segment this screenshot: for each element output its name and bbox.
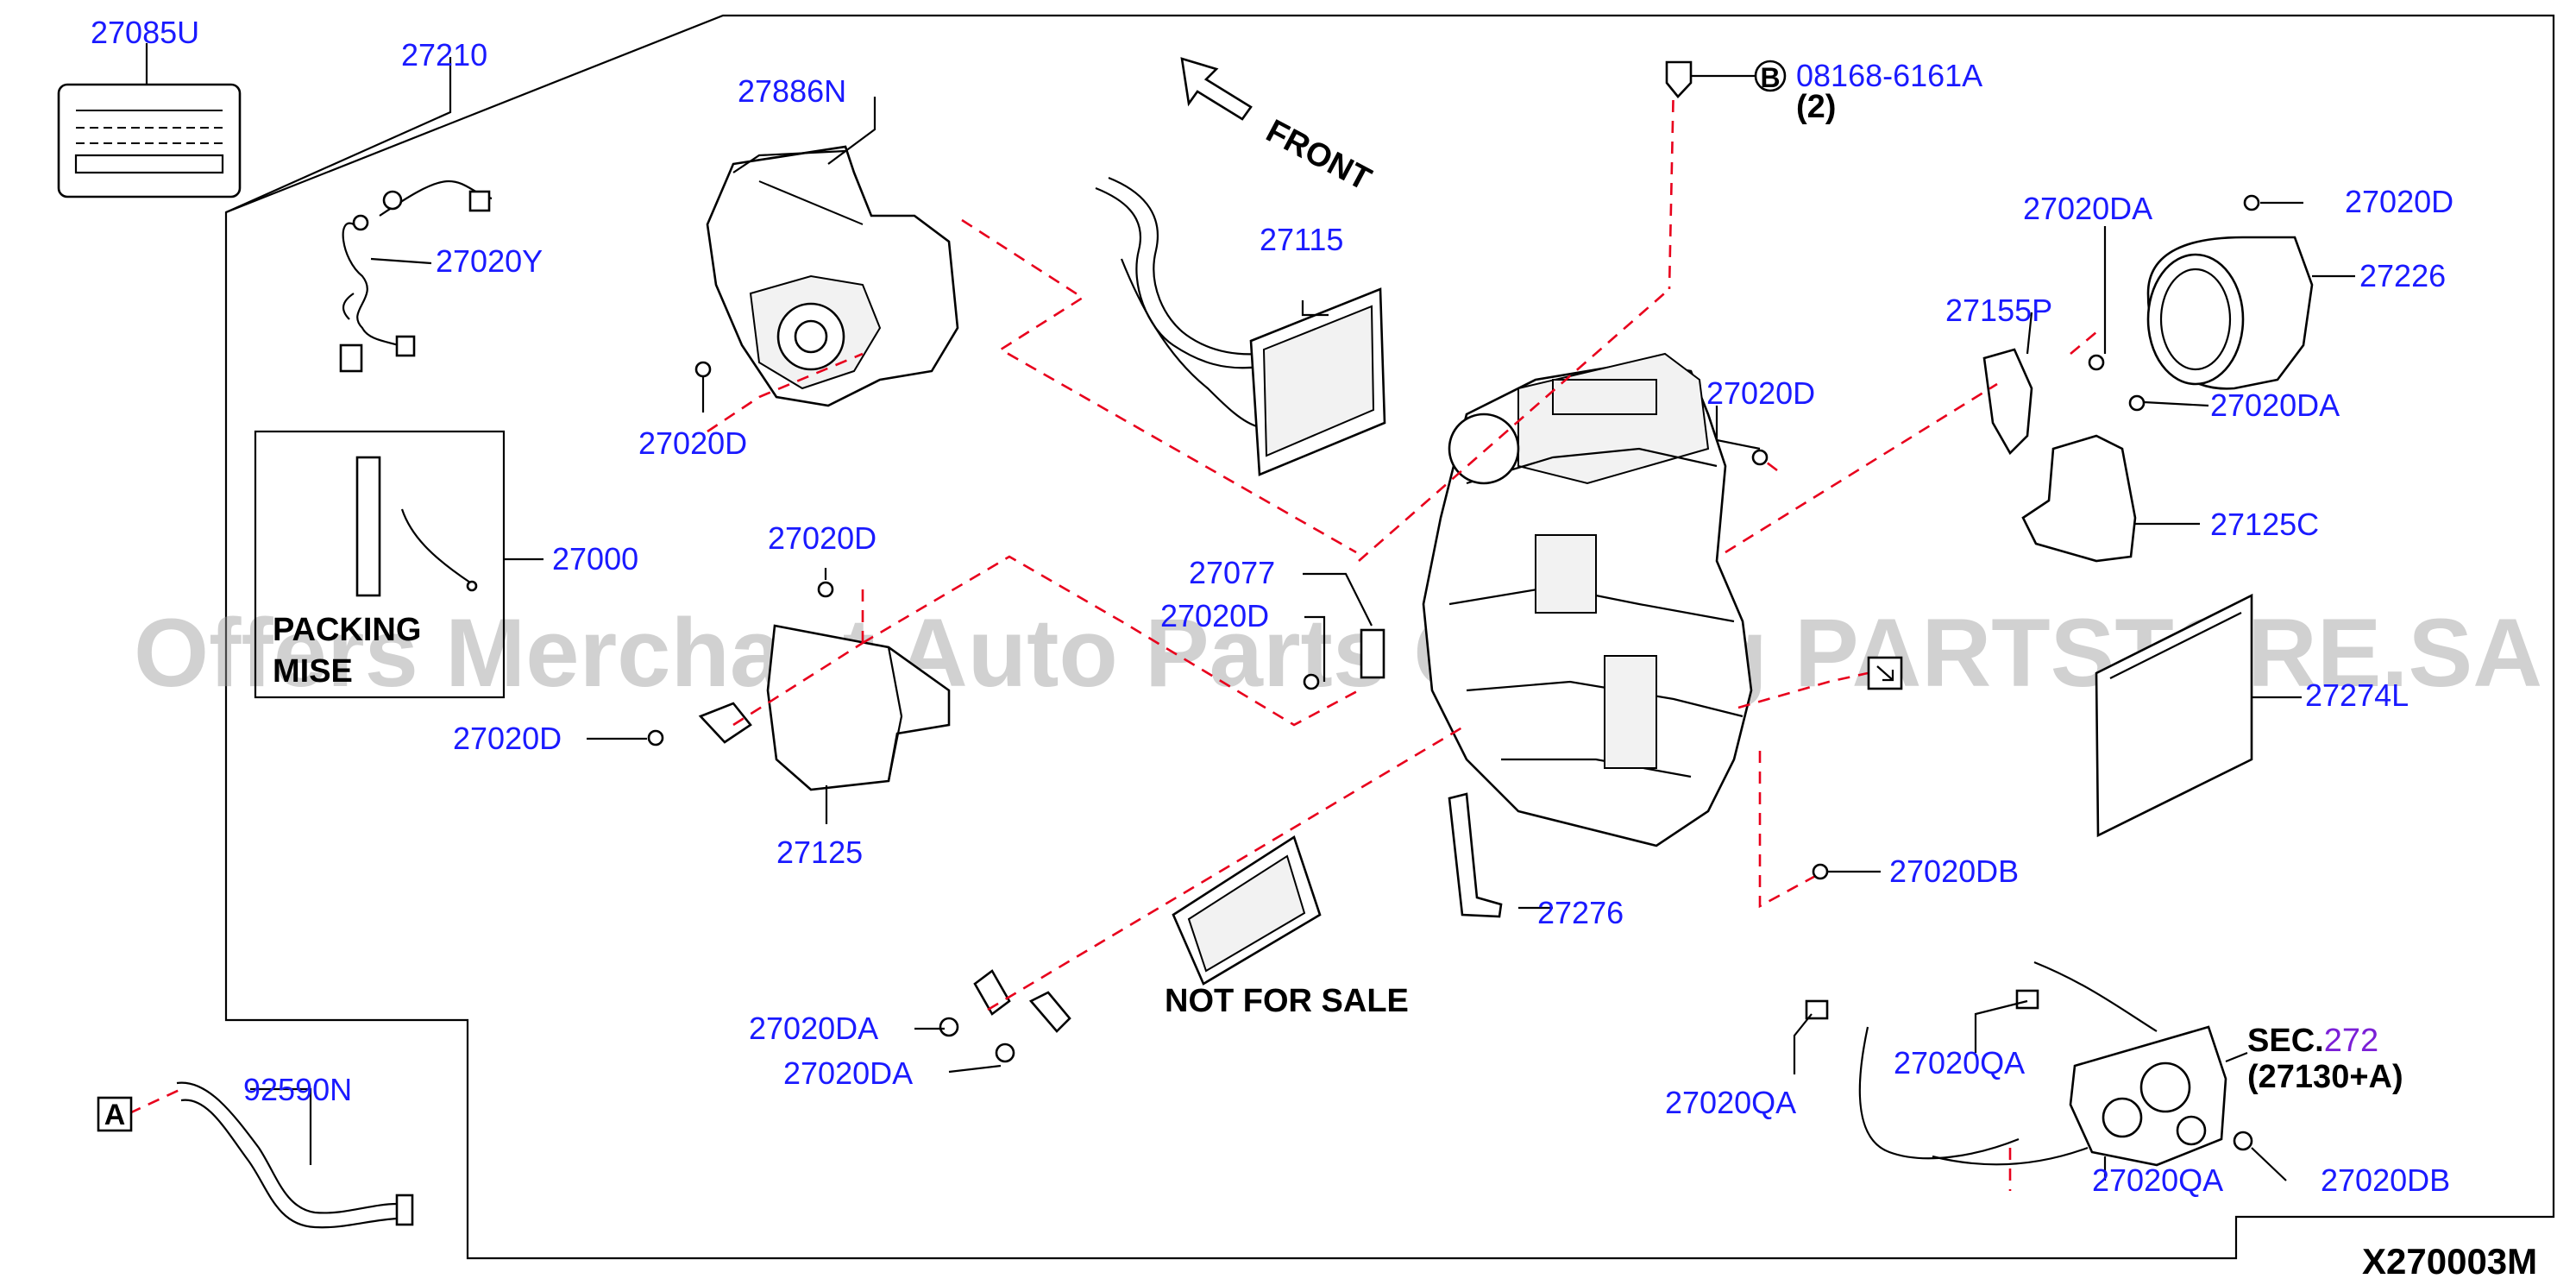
hose-92590n bbox=[176, 1081, 414, 1229]
packing-items bbox=[355, 456, 478, 597]
part-label[interactable]: 27020D bbox=[2345, 184, 2453, 219]
sec-prefix: SEC. bbox=[2247, 1023, 2324, 1059]
part-label[interactable]: 27020D bbox=[1160, 598, 1269, 633]
panel-not-for-sale bbox=[1172, 835, 1322, 986]
control-cables bbox=[1805, 961, 2158, 1166]
part-label[interactable]: 27020D bbox=[1706, 375, 1815, 411]
part-label[interactable]: 27020DB bbox=[1889, 854, 2019, 889]
ref-arrow-box bbox=[1867, 656, 1903, 690]
blower-unit-27886n bbox=[706, 145, 959, 407]
part-label[interactable]: 27210 bbox=[401, 37, 487, 72]
packing-label-line2: MISE bbox=[273, 653, 353, 690]
part-label[interactable]: 27020D bbox=[768, 520, 876, 556]
part-label[interactable]: 27020DA bbox=[2023, 191, 2152, 226]
bolt-quantity: (2) bbox=[1796, 89, 1836, 125]
heater-core-27115 bbox=[1095, 176, 1386, 476]
blower-motor-27226 bbox=[2146, 236, 2314, 390]
part-label[interactable]: 27077 bbox=[1189, 555, 1275, 590]
sec-subtitle: (27130+A) bbox=[2247, 1059, 2403, 1095]
assembly-dash-lines bbox=[129, 79, 2097, 1191]
not-for-sale-label: NOT FOR SALE bbox=[1165, 983, 1409, 1019]
svg-text:A: A bbox=[104, 1099, 126, 1131]
part-label[interactable]: 27020QA bbox=[1665, 1085, 1796, 1120]
part-labels: 27085U 27210 27886N 27020Y 27020D 27000 … bbox=[91, 15, 2453, 1198]
packing-box bbox=[254, 430, 506, 699]
sec-number: 272 bbox=[2324, 1023, 2378, 1059]
part-label[interactable]: 27020QA bbox=[2092, 1162, 2223, 1198]
part-label[interactable]: 27276 bbox=[1537, 895, 1624, 930]
leader-lines bbox=[145, 43, 2355, 1181]
part-label[interactable]: 92590N bbox=[243, 1072, 352, 1107]
part-label[interactable]: 27115 bbox=[1260, 222, 1343, 257]
part-label[interactable]: 27125C bbox=[2210, 507, 2319, 542]
fasteners bbox=[647, 60, 2260, 1151]
part-label[interactable]: 27226 bbox=[2359, 258, 2446, 293]
control-assembly-sec272 bbox=[2069, 1025, 2227, 1167]
ref-a-marker: A bbox=[97, 1096, 133, 1132]
part-label[interactable]: 27886N bbox=[738, 73, 846, 109]
part-27125-shape bbox=[698, 624, 951, 791]
wire-harness-27020y bbox=[339, 180, 493, 373]
part-label[interactable]: 27020QA bbox=[1894, 1045, 2025, 1080]
filter-27274l bbox=[2095, 593, 2253, 838]
part-label[interactable]: 27020DB bbox=[2321, 1162, 2450, 1198]
part-label[interactable]: 27125 bbox=[776, 835, 863, 870]
part-label[interactable]: 27085U bbox=[91, 15, 199, 50]
part-label[interactable]: 27020DA bbox=[2210, 387, 2340, 423]
part-label[interactable]: 27000 bbox=[552, 541, 638, 576]
label-card-27085u bbox=[57, 83, 242, 198]
packing-label-line1: PACKING bbox=[273, 612, 421, 648]
part-label[interactable]: 27020Y bbox=[436, 243, 543, 279]
front-arrow: FRONT bbox=[1180, 57, 1377, 198]
part-label[interactable]: 27274L bbox=[2305, 677, 2409, 713]
kit-boundary bbox=[224, 14, 2555, 1260]
hvac-case bbox=[1422, 352, 1753, 847]
sec-reference[interactable]: SEC.272 (27130+A) bbox=[2247, 1023, 2403, 1095]
part-label[interactable]: 27020D bbox=[638, 425, 747, 461]
svg-text:SEC.272: SEC.272 bbox=[2247, 1023, 2378, 1059]
part-label[interactable]: 27155P bbox=[1945, 293, 2052, 328]
part-27077-shape bbox=[1360, 628, 1385, 679]
part-label[interactable]: 27020D bbox=[453, 721, 562, 756]
part-27155p-shape bbox=[1982, 348, 2033, 456]
ref-b-marker: B bbox=[1754, 60, 1787, 93]
diagram-code: X270003M bbox=[2362, 1241, 2537, 1281]
part-label[interactable]: 27020DA bbox=[783, 1055, 913, 1091]
door-levers bbox=[973, 969, 1071, 1033]
part-label[interactable]: 27020DA bbox=[749, 1011, 878, 1046]
part-27276-shape bbox=[1448, 792, 1503, 918]
front-label: FRONT bbox=[1260, 113, 1377, 198]
part-27125c-shape bbox=[2021, 434, 2137, 563]
svg-text:B: B bbox=[1760, 62, 1780, 93]
part-label[interactable]: 08168-6161A bbox=[1796, 58, 1982, 93]
